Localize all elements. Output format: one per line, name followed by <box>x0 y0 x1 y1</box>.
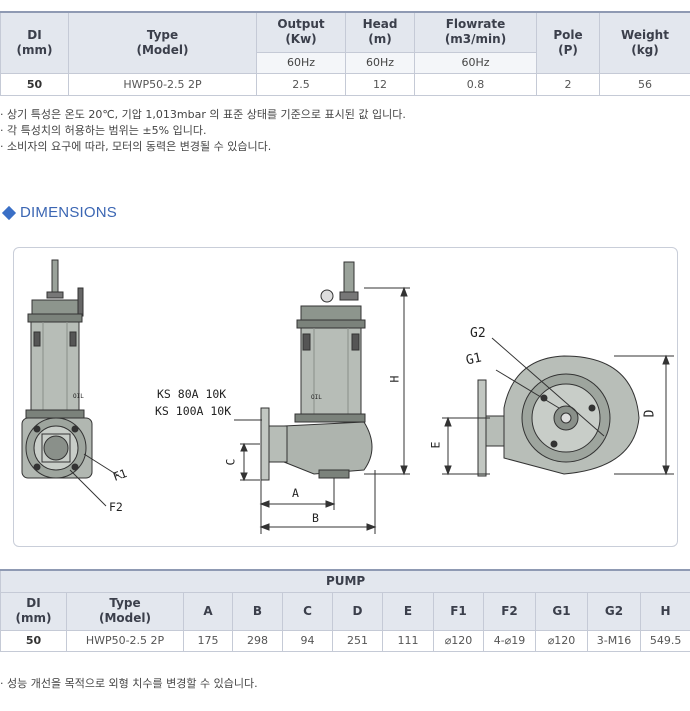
pump-header-d: D <box>332 591 383 631</box>
cell-di: 50 <box>0 72 69 96</box>
cell-flowrate: 0.8 <box>414 72 537 96</box>
pump-header-e: E <box>382 591 434 631</box>
header-type: Type (Model) <box>68 11 257 74</box>
pump-header-g1: G1 <box>535 591 588 631</box>
header-output: Output (Kw) <box>256 11 346 53</box>
cell-pole: 2 <box>536 72 600 96</box>
end-view-right <box>442 337 674 477</box>
header-flowrate: Flowrate (m3/min) <box>414 11 537 53</box>
footer-note: · 성능 개선을 목적으로 외형 치수를 변경할 수 있습니다. <box>0 676 258 692</box>
note-line: · 소비자의 요구에 따라, 모터의 동력은 변경될 수 있습니다. <box>0 140 272 153</box>
cell-output: 2.5 <box>256 72 346 96</box>
pump-table-title: PUMP <box>0 569 690 593</box>
dimensions-title: DIMENSIONS <box>20 204 118 221</box>
dimensions-heading: DIMENSIONS <box>1 204 118 221</box>
label-oil: OIL <box>73 393 84 400</box>
note-line: · 상기 특성은 온도 20℃, 기압 1,013mbar 의 표준 상태를 기… <box>0 108 406 121</box>
pump-cell-f2: 4-⌀19 <box>483 629 536 652</box>
pump-header-f1: F1 <box>433 591 484 631</box>
pump-cell-e: 111 <box>382 629 434 652</box>
pump-cell-b: 298 <box>232 629 283 652</box>
header-pole: Pole (P) <box>536 11 600 74</box>
header-di: DI (mm) <box>0 11 69 74</box>
footer-note-line: · 성능 개선을 목적으로 외형 치수를 변경할 수 있습니다. <box>0 677 258 690</box>
label-g2: G2 <box>470 326 486 341</box>
pump-header-h: H <box>639 591 690 631</box>
pump-header-c: C <box>282 591 333 631</box>
spec-notes: · 상기 특성은 온도 20℃, 기압 1,013mbar 의 표준 상태를 기… <box>0 107 406 155</box>
pump-cell-h: 549.5 <box>639 629 690 652</box>
pump-cell-g1: ⌀120 <box>535 629 588 652</box>
pump-header-g2: G2 <box>587 591 641 631</box>
pump-row: 50 HWP50-2.5 2P 175 298 94 251 111 ⌀120 … <box>0 629 690 652</box>
label-f2: F2 <box>109 500 123 514</box>
pump-header-type: Type (Model) <box>66 591 184 631</box>
label-h: H <box>387 375 402 383</box>
subheader-output-hz: 60Hz <box>256 51 346 74</box>
label-oil-2: OIL <box>311 394 322 401</box>
label-ks80a: KS 80A 10K <box>157 387 227 401</box>
label-a: A <box>292 486 299 500</box>
pump-cell-g2: 3-M16 <box>587 629 641 652</box>
header-head: Head (m) <box>345 11 415 53</box>
pump-header-a: A <box>183 591 233 631</box>
pump-cell-d: 251 <box>332 629 383 652</box>
diamond-bullet-icon <box>1 205 17 220</box>
subheader-flowrate-hz: 60Hz <box>414 51 537 74</box>
pump-cell-a: 175 <box>183 629 233 652</box>
spec-table: DI (mm) Type (Model) Output (Kw) Head (m… <box>0 11 690 96</box>
subheader-head-hz: 60Hz <box>345 51 415 74</box>
pump-dimensions-table: PUMP DI (mm) Type (Model) A B C D E F1 F… <box>0 569 690 652</box>
label-ks100a: KS 100A 10K <box>155 404 232 418</box>
label-d: D <box>642 409 658 418</box>
cell-type: HWP50-2.5 2P <box>68 72 257 96</box>
spec-row: 50 HWP50-2.5 2P 2.5 12 0.8 2 56 <box>0 72 690 96</box>
pump-header-b: B <box>232 591 283 631</box>
side-view-left <box>21 259 123 507</box>
cell-weight: 56 <box>599 72 690 96</box>
label-e: E <box>428 441 443 449</box>
side-view-middle <box>234 261 410 534</box>
label-c: C <box>223 458 238 466</box>
pump-header-f2: F2 <box>483 591 536 631</box>
pump-drawing-svg <box>21 259 674 534</box>
dimension-drawing: OIL OIL KS 80A 10K KS 100A 10K F1 F2 A B… <box>13 247 678 547</box>
pump-cell-di: 50 <box>0 629 67 652</box>
label-b: B <box>312 511 319 525</box>
pump-header-di: DI (mm) <box>0 591 67 631</box>
pump-cell-f1: ⌀120 <box>433 629 484 652</box>
cell-head: 12 <box>345 72 415 96</box>
label-g1: G1 <box>464 350 484 369</box>
pump-cell-type: HWP50-2.5 2P <box>66 629 184 652</box>
header-weight: Weight (kg) <box>599 11 690 74</box>
note-line: · 각 특성치의 허용하는 범위는 ±5% 입니다. <box>0 124 207 137</box>
pump-cell-c: 94 <box>282 629 333 652</box>
